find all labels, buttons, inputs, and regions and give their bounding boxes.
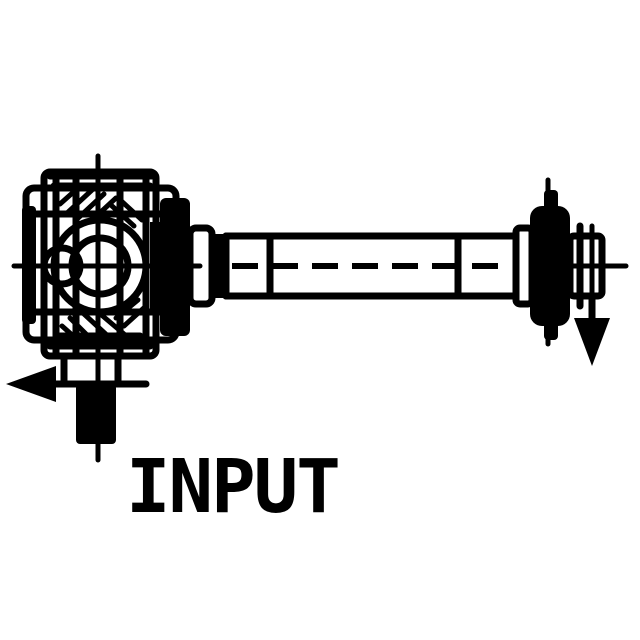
input-shaft	[56, 352, 150, 444]
shaft-tube	[222, 232, 520, 300]
arrow-down-icon	[574, 292, 610, 366]
arrow-left-icon	[6, 366, 76, 402]
output-end	[512, 177, 629, 347]
gearbox-housing	[11, 153, 203, 463]
input-label: INPUT	[126, 444, 339, 530]
